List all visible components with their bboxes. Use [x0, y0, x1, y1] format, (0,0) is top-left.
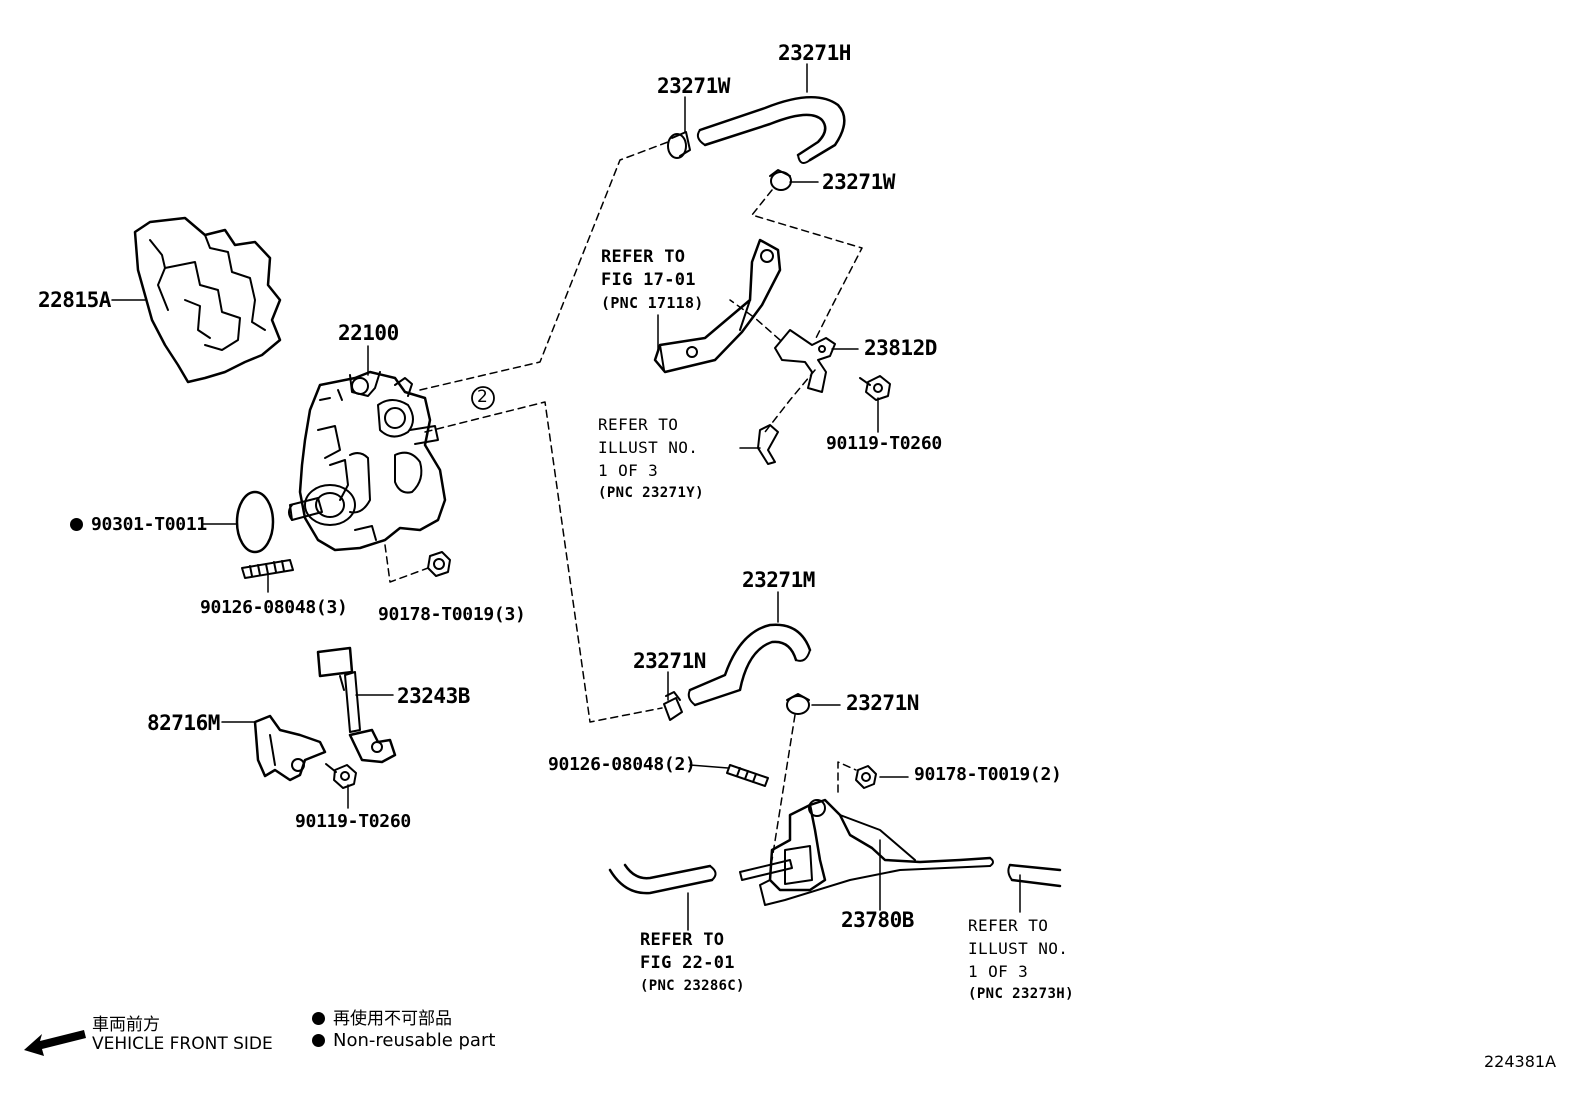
label-23271N-left: 23271N [633, 649, 706, 673]
supply-pump-22100 [288, 370, 447, 552]
label-23271N-right: 23271N [846, 691, 919, 715]
clamp-23271W-right [769, 169, 792, 191]
label-90126-08048-2: 90126-08048(2) [548, 754, 696, 775]
hose-23271M [687, 623, 812, 707]
legend-front-en: VEHICLE FRONT SIDE [92, 1034, 273, 1054]
o-ring-90301 [235, 490, 275, 554]
assembly-23780B [739, 798, 994, 906]
label-23271W-right: 23271W [822, 170, 895, 194]
legend-nonreuse-jp: 再使用不可部品 [312, 1004, 452, 1029]
dot-icon [312, 1034, 325, 1047]
bracket-23812D [774, 329, 836, 393]
label-90178-T0019-3: 90178-T0019(3) [378, 604, 526, 625]
hose-fig22 [608, 863, 717, 895]
insulator-22815A [133, 216, 282, 384]
hose-illust2 [1007, 863, 1062, 888]
hose-23271H [696, 95, 846, 165]
label-23271H: 23271H [778, 41, 851, 65]
label-23271M: 23271M [742, 568, 815, 592]
hose-end-23271Y [757, 424, 779, 465]
vehicle-front-arrow-icon [24, 1030, 86, 1056]
stud-bolt-90126-3 [241, 559, 294, 579]
ref-fig22-01: REFER TO FIG 22-01 (PNC 23286C) [640, 930, 745, 994]
bolt-90119-lower [325, 763, 357, 789]
label-82716M: 82716M [147, 711, 220, 735]
clamp-23271N-right [786, 693, 810, 715]
nut-90178-3 [427, 551, 451, 577]
callout-number: 2 [477, 387, 488, 407]
sensor-23243B [316, 646, 397, 764]
ref-illust-23271Y: REFER TO ILLUST NO. 1 OF 3 (PNC 23271Y) [598, 415, 704, 501]
dashed-guides [384, 141, 863, 861]
clamp-23271N-left [663, 691, 683, 721]
bolt-90119-upper [859, 375, 891, 401]
dot-icon [312, 1012, 325, 1025]
legend-nonreuse-en: Non-reusable part [312, 1030, 495, 1051]
stud-bolt-90126-2 [726, 764, 769, 787]
ref-fig17-01: REFER TO FIG 17-01 (PNC 17118) [601, 247, 704, 312]
label-90178-T0019-2: 90178-T0019(2) [914, 764, 1062, 785]
label-90119-T0260-upper: 90119-T0260 [826, 433, 942, 454]
label-90119-T0260-lower: 90119-T0260 [295, 811, 411, 832]
bracket-82716M [253, 714, 327, 782]
label-22815A: 22815A [38, 288, 111, 312]
bracket-fig17 [653, 238, 782, 374]
non-reusable-dot [70, 518, 83, 531]
label-23243B: 23243B [397, 684, 470, 708]
nut-90178-2 [855, 765, 877, 789]
label-90301-T0011: 90301-T0011 [70, 514, 207, 535]
label-23780B: 23780B [841, 908, 914, 932]
label-22100: 22100 [338, 321, 399, 345]
illustration-code: 224381A [1484, 1052, 1557, 1071]
label-90126-08048-3: 90126-08048(3) [200, 597, 348, 618]
ref-illust-23273H: REFER TO ILLUST NO. 1 OF 3 (PNC 23273H) [968, 916, 1074, 1002]
clamp-23271W-top [667, 131, 691, 159]
leader-lines [111, 63, 1021, 931]
callout-circle [471, 386, 495, 410]
legend-front-jp: 車両前方 [92, 1015, 160, 1035]
label-23812D: 23812D [864, 336, 937, 360]
label-23271W-top: 23271W [657, 74, 730, 98]
